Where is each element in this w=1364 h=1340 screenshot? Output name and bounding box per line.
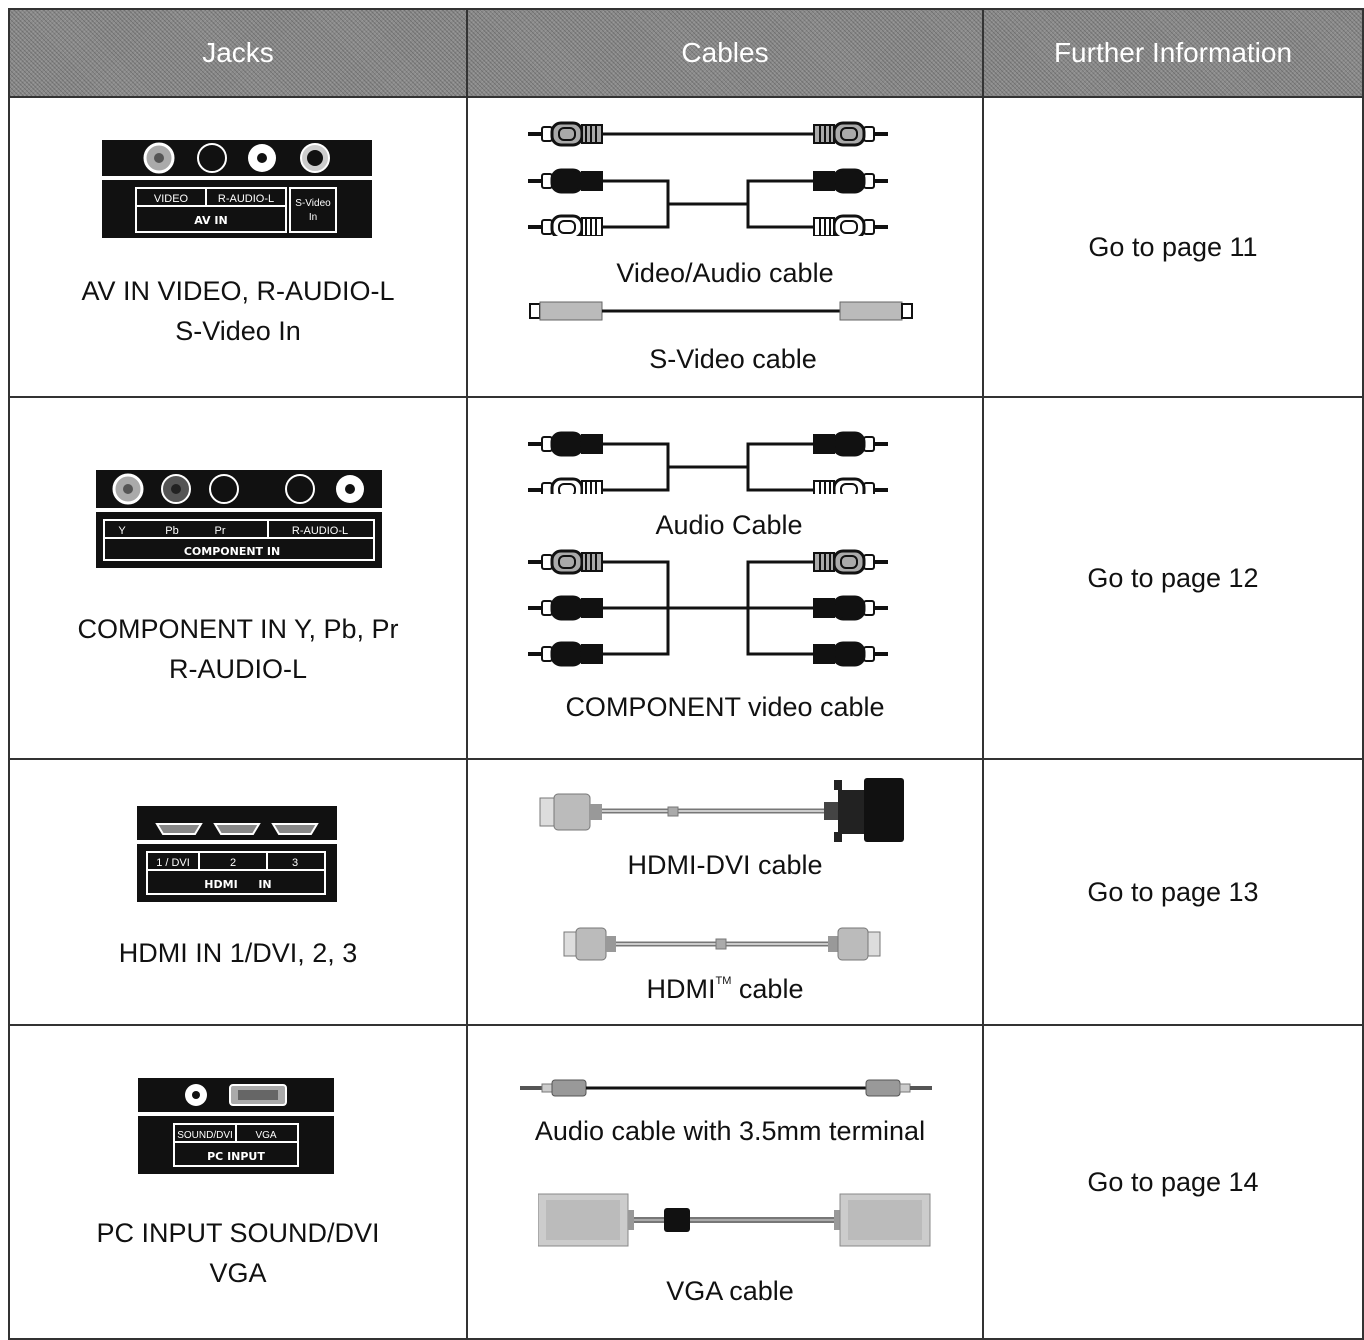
panel-svideo-label: S-Video [295, 198, 331, 209]
cables-cell: Audio cable with 3.5mm terminal VGA cabl… [466, 1024, 984, 1340]
component-video-cable-icon [528, 549, 890, 667]
jack-label-line-1: AV IN VIDEO, R-AUDIO-L [81, 276, 395, 306]
jacks-cell: Y Pb Pr R-AUDIO-L COMPONENT IN COMPONENT… [8, 396, 468, 760]
panel-sound-label: SOUND/DVI [177, 1130, 233, 1141]
panel-vga-label: VGA [255, 1130, 276, 1141]
panel-svideo-label-2: In [309, 212, 317, 223]
info-cell: Go to page 13 [982, 758, 1364, 1026]
cables-cell: Audio Cable COMPONENT video cable [466, 396, 984, 760]
info-cell: Go to page 14 [982, 1024, 1364, 1340]
page-reference: Go to page 11 [1088, 231, 1258, 262]
cable-label: COMPONENT video cable [565, 692, 885, 722]
cable-label: Audio cable with 3.5mm terminal [534, 1116, 926, 1146]
panel-audio-label: R-AUDIO-L [292, 525, 348, 537]
cable-label: HDMI-DVI cable [627, 850, 823, 880]
page-reference: Go to page 12 [1087, 562, 1259, 593]
panel-video-label: VIDEO [154, 193, 189, 205]
hdmi-in-panel-icon: 1 / DVI 2 3 HDMI IN [137, 806, 337, 902]
table-row: SOUND/DVI VGA PC INPUT PC INPUT SOUND/DV… [8, 1024, 1364, 1340]
pc-input-panel-icon: SOUND/DVI VGA PC INPUT [138, 1078, 334, 1174]
header-further-information: Further Information [982, 8, 1364, 98]
page-reference: Go to page 13 [1087, 876, 1259, 907]
jack-label-line-1: HDMI IN 1/DVI, 2, 3 [118, 938, 358, 968]
jack-label: COMPONENT IN Y, Pb, Pr R-AUDIO-L [10, 610, 466, 690]
header-jacks: Jacks [8, 8, 468, 98]
panel-title: AV IN [194, 214, 227, 227]
page-reference: Go to page 14 [1087, 1166, 1259, 1197]
cable-label: VGA cable [666, 1276, 794, 1306]
jacks-cell: 1 / DVI 2 3 HDMI IN HDMI IN 1/DVI, 2, 3 [8, 758, 468, 1026]
table-row: VIDEO R-AUDIO-L AV IN S-Video In AV IN V… [8, 96, 1364, 398]
info-cell: Go to page 11 [982, 96, 1364, 398]
panel-title: PC INPUT [207, 1150, 265, 1163]
cables-cell: HDMI-DVI cable HDMITM cable [466, 758, 984, 1026]
vga-cable-icon [538, 1193, 931, 1247]
cable-label-suffix: cable [731, 974, 804, 1004]
connections-table: Jacks Cables Further Information [8, 8, 1364, 1340]
cable-label: Audio Cable [655, 510, 803, 540]
jack-label-line-1: COMPONENT IN Y, Pb, Pr [77, 614, 399, 644]
panel-title-in: IN [258, 878, 271, 891]
jack-label: HDMI IN 1/DVI, 2, 3 [10, 934, 466, 974]
cable-label: HDMITM cable [468, 970, 982, 1010]
av-in-panel-icon: VIDEO R-AUDIO-L AV IN S-Video In [102, 140, 372, 238]
panel-pb-label: Pb [165, 525, 178, 537]
jacks-cell: SOUND/DVI VGA PC INPUT PC INPUT SOUND/DV… [8, 1024, 468, 1340]
jack-label-line-2: S-Video In [175, 315, 301, 346]
audio-cable-icon [528, 431, 890, 494]
cables-cell: Video/Audio cable S-Video cable [466, 96, 984, 398]
panel-pr-label: Pr [215, 525, 226, 537]
s-video-cable-icon [529, 301, 913, 321]
panel-audio-label: R-AUDIO-L [218, 193, 274, 205]
audio-3-5mm-cable-icon [520, 1079, 932, 1097]
panel-port-1-label: 1 / DVI [156, 857, 190, 869]
jack-label-line-1: PC INPUT SOUND/DVI [96, 1218, 380, 1248]
header-row: Jacks Cables Further Information [8, 8, 1364, 98]
cable-label-hdmi: HDMI [646, 974, 716, 1004]
panel-port-3-label: 3 [292, 857, 298, 869]
table-row: 1 / DVI 2 3 HDMI IN HDMI IN 1/DVI, 2, 3 [8, 758, 1364, 1026]
jack-label: PC INPUT SOUND/DVI VGA [10, 1214, 466, 1294]
jack-label-line-2: VGA [209, 1257, 267, 1288]
panel-y-label: Y [118, 525, 126, 537]
video-audio-cable-icon [528, 121, 890, 236]
hdmi-cable-icon [563, 927, 881, 961]
hdmi-logo: HDMI [204, 878, 237, 891]
trademark-mark: TM [715, 975, 732, 987]
cable-label: Video/Audio cable [616, 258, 834, 288]
info-cell: Go to page 12 [982, 396, 1364, 760]
jacks-cell: VIDEO R-AUDIO-L AV IN S-Video In AV IN V… [8, 96, 468, 398]
panel-port-2-label: 2 [230, 857, 236, 869]
table-row: Y Pb Pr R-AUDIO-L COMPONENT IN COMPONENT… [8, 396, 1364, 760]
panel-title: COMPONENT IN [184, 545, 280, 558]
jack-label: AV IN VIDEO, R-AUDIO-L S-Video In [10, 272, 466, 352]
hdmi-dvi-cable-icon [539, 778, 904, 842]
cable-label: S-Video cable [649, 344, 817, 374]
component-in-panel-icon: Y Pb Pr R-AUDIO-L COMPONENT IN [96, 470, 382, 568]
header-cables: Cables [466, 8, 984, 98]
jack-label-line-2: R-AUDIO-L [168, 653, 307, 684]
